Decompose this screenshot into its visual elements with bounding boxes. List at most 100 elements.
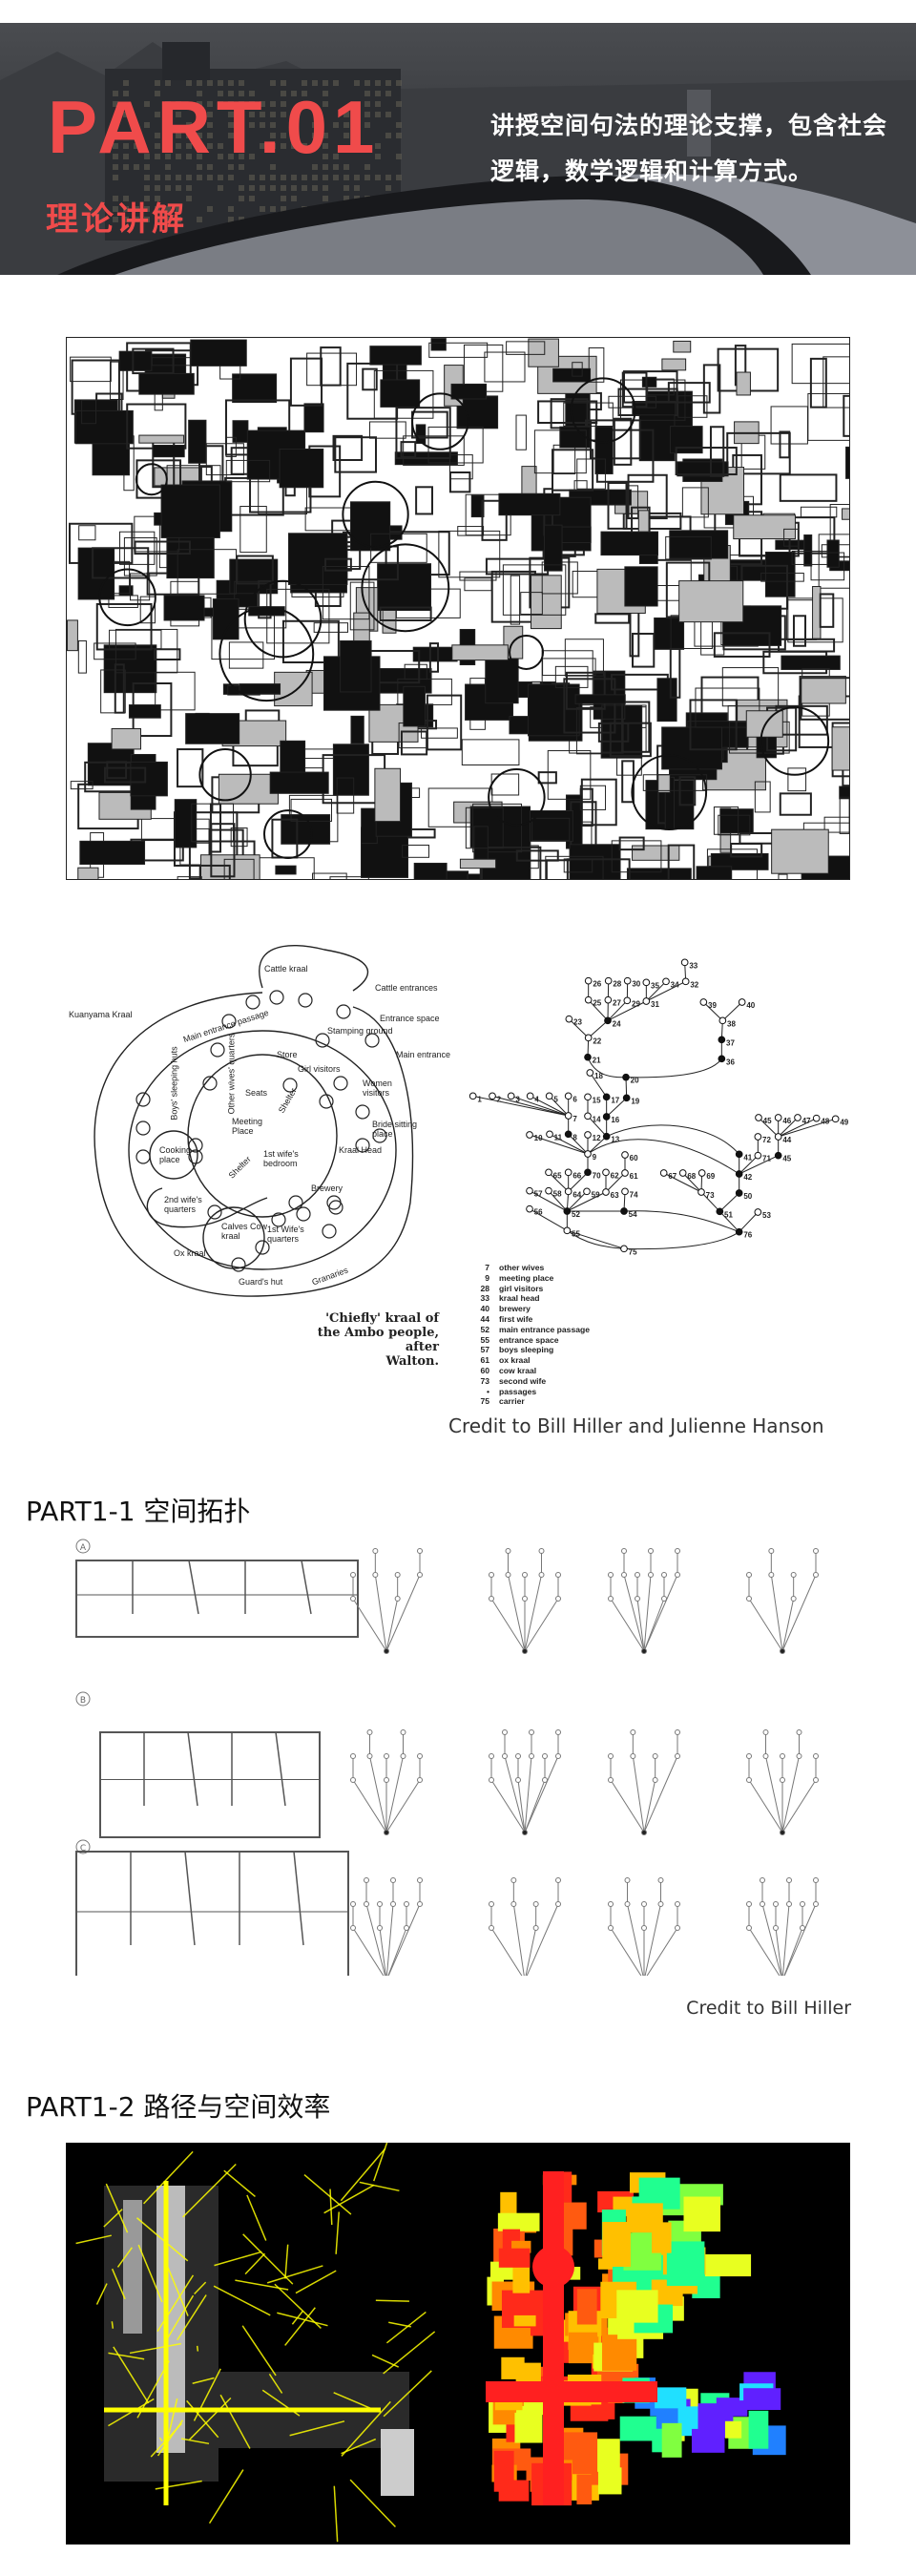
part-intro-text: 讲授空间句法的理论支撑，包含社会逻辑，数学逻辑和计算方式。 [490,112,888,185]
graph-node-label: 53 [762,1211,771,1220]
kraal-label: Kuanyama Kraal [69,1010,133,1019]
graph-edge [721,1001,743,1021]
graph-node [584,976,593,985]
graph-node-label: 33 [689,961,697,970]
graph-edge [568,1133,589,1155]
legend-item: 7 other wives [470,1263,590,1273]
credit-hiller: Credit to Bill Hiller [686,1998,851,2019]
graph-node-label: 40 [746,1001,755,1010]
graph-node [774,1114,782,1121]
floor-plan [99,1731,321,1838]
graph-node-label: 45 [782,1155,791,1163]
graph-node-label: 71 [762,1155,771,1163]
graph-node [662,977,670,986]
part-title: PART.01 [48,85,381,169]
graph-node-label: 49 [840,1118,848,1126]
kraal-label: Main entrance [396,1050,451,1059]
graph-node-label: 26 [593,980,601,989]
floor-plan [75,1560,359,1638]
legend-label: brewery [499,1304,531,1314]
graph-node [774,1133,782,1141]
kraal-label: Guard's hut [239,1277,283,1287]
graph-node-label: 62 [611,1171,619,1180]
credit-hiller-hanson: Credit to Bill Hiller and Julienne Hanso… [448,1414,824,1437]
graph-node-label: 17 [611,1096,619,1104]
kraal-label: 2nd wife's quarters [164,1195,202,1214]
graph-node [754,1151,762,1160]
graph-node-label: 30 [632,980,640,989]
legend-number: 73 [480,1375,489,1386]
graph-node [564,1130,572,1139]
graph-node-label: 15 [593,1096,601,1104]
topology-tree [746,1548,819,1654]
graph-edge [588,1019,609,1038]
legend-label: carrier [499,1396,525,1407]
graph-edge [606,1097,628,1118]
graph-node-label: 60 [630,1154,638,1162]
graph-node [642,978,651,987]
topology-tree [350,1877,423,1976]
graph-edge [778,1118,836,1138]
graph-node-label: 9 [593,1153,597,1162]
graph-node [735,1227,743,1236]
graph-node [812,1114,821,1122]
graph-node [718,1016,727,1025]
graph-edge [607,999,628,1021]
topology-tree [489,1548,561,1654]
graph-node [584,1112,592,1120]
graph-node [620,1245,628,1253]
graph-node [602,1168,610,1177]
graph-node [621,1187,629,1196]
graph-edge [739,1155,759,1175]
graph-node [584,1053,592,1061]
graph-node [489,1092,496,1100]
kraal-caption-line: 'Chiefly' kraal of [325,1311,439,1326]
legend-label: other wives [499,1263,545,1272]
graph-node-label: 42 [743,1173,752,1182]
topology-tree [608,1877,680,1976]
graph-edge [718,1210,740,1233]
legend-number: 52 [480,1324,489,1334]
graph-node [563,1207,572,1215]
topology-tree [489,1877,561,1976]
kraal-label: Kraal Head [339,1145,383,1155]
graph-node [620,1207,628,1215]
graph-edge [607,1000,647,1021]
graph-edge [548,1190,568,1212]
graph-node-label: 67 [668,1172,677,1181]
floor-plan [75,1851,349,1976]
graph-edge [472,1095,569,1117]
graph-node [604,976,613,985]
graph-node [794,1114,802,1121]
graph-node-label: 32 [690,980,698,989]
path-efficiency-heatmap-image [66,2143,850,2545]
graph-edge [758,1117,780,1138]
graph-node [584,1150,592,1158]
graph-node [623,996,632,1005]
graph-edge [567,1229,625,1249]
graph-node-label: 16 [611,1116,619,1124]
topology-tree [489,1729,561,1835]
graph-node-label: 8 [572,1133,577,1141]
part-banner: PART.01 理论讲解 讲授空间句法的理论支撑，包含社会逻辑，数学逻辑和计算方… [0,23,916,275]
graph-edge [778,1118,817,1138]
banner-background-photo [0,42,916,275]
kraal-label: Women visitors [363,1079,392,1098]
graph-node [586,1069,594,1077]
graph-node-label: 76 [743,1231,752,1240]
legend-label: second wife [499,1375,547,1386]
graph-node [680,958,689,967]
legend-label: girl visitors [499,1283,544,1293]
graph-node [564,1168,572,1177]
graph-edge [587,1136,608,1155]
graph-node-label: 63 [611,1191,619,1200]
legend-number: 7 [485,1263,489,1272]
graph-edge [588,999,609,1021]
graph-edge [663,1172,702,1193]
legend-number: • [486,1386,489,1396]
graph-node [642,997,651,1005]
graph-node [604,1016,612,1025]
